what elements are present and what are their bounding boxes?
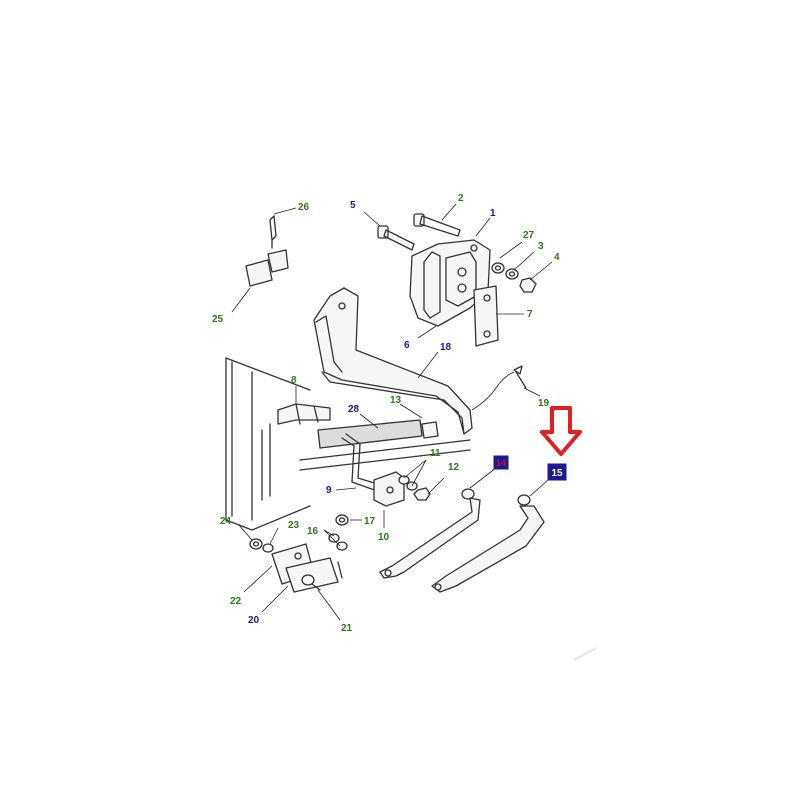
link-9	[341, 433, 385, 493]
callout-9: 9	[326, 485, 332, 496]
tag-14-label: 14	[496, 458, 506, 468]
nut-12	[413, 487, 431, 501]
hinge-plate	[473, 285, 499, 347]
link-14	[379, 488, 481, 579]
callout-3: 3	[538, 241, 544, 252]
watermark-mark	[573, 647, 597, 661]
callout-2: 2	[458, 193, 464, 204]
callout-24: 24	[220, 516, 232, 527]
callout-labels: 1 2 4 5 6 7 8 9 10 11 12 13 16 17 18 19 …	[212, 193, 560, 634]
callout-5: 5	[350, 200, 356, 211]
rod-28	[317, 419, 423, 449]
callout-13: 13	[390, 395, 402, 406]
bracket-8	[277, 403, 331, 425]
nut-4	[519, 277, 537, 293]
callout-23: 23	[288, 520, 300, 531]
bracket-10	[373, 471, 405, 507]
block-13	[421, 421, 439, 439]
bracket-25	[245, 249, 289, 287]
callout-1: 1	[490, 208, 496, 219]
bracket-18	[313, 287, 473, 435]
window-frame	[225, 357, 471, 531]
callout-22: 22	[230, 596, 242, 607]
callout-8: 8	[291, 375, 297, 386]
tag-15-box	[547, 463, 567, 481]
callout-18: 18	[440, 342, 452, 353]
callout-12: 12	[448, 462, 460, 473]
plate-20	[285, 557, 343, 593]
callout-7: 7	[527, 309, 533, 320]
nut-24	[249, 538, 263, 550]
bolt-21	[301, 574, 321, 591]
callout-28: 28	[348, 404, 360, 415]
tag-15-label: 15	[551, 468, 563, 479]
callout-6: 6	[404, 340, 410, 351]
callout-21: 21	[341, 623, 353, 634]
callout-26: 26	[298, 202, 310, 213]
callout-20: 20	[248, 615, 260, 626]
callout-10: 10	[378, 532, 390, 543]
clip-26	[269, 215, 277, 249]
callout-27: 27	[523, 230, 535, 241]
tag-15: 15	[547, 463, 567, 481]
tag-14: 14	[493, 455, 509, 470]
link-15	[431, 494, 545, 593]
bolt-5	[377, 225, 415, 251]
washers-16	[328, 533, 348, 551]
callout-11: 11	[430, 448, 441, 459]
callout-16: 16	[307, 526, 319, 537]
bolt-19	[471, 365, 527, 411]
callout-25: 25	[212, 314, 224, 325]
bolt-2	[413, 213, 461, 237]
callout-19: 19	[538, 398, 550, 409]
nut-17	[335, 514, 349, 526]
callout-17: 17	[364, 516, 376, 527]
tag-14-box	[493, 455, 509, 470]
callout-4: 4	[554, 252, 560, 263]
washer-27	[491, 262, 505, 274]
down-arrow-icon	[540, 406, 582, 456]
washer-3	[505, 268, 519, 280]
washer-23	[262, 543, 274, 553]
leader-lines	[231, 203, 553, 621]
